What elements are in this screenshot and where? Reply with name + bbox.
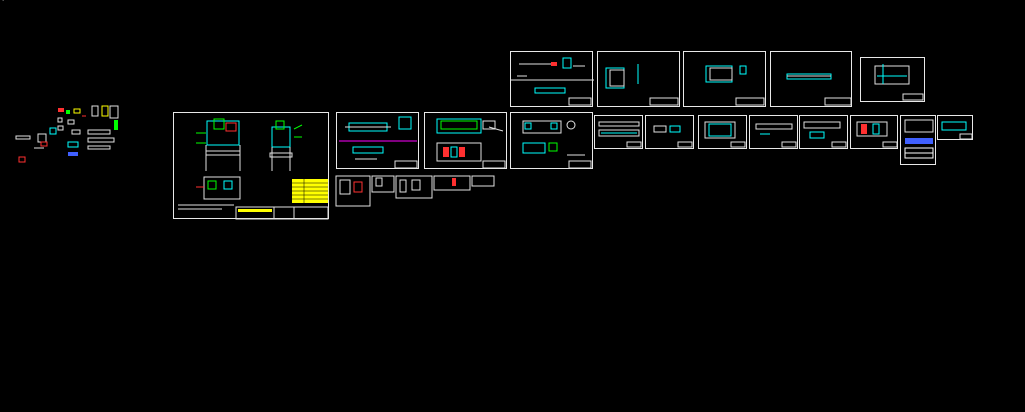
parts-cluster[interactable]	[14, 104, 129, 166]
sheet-top-4-drawing	[786, 73, 852, 106]
parts-strip[interactable]	[335, 175, 496, 207]
sheet-top-2-drawing	[605, 64, 679, 106]
cursor-mark: '	[1, 0, 6, 6]
drawing-sheet-r3[interactable]	[698, 115, 747, 149]
drawing-sheet-top-3[interactable]	[683, 51, 766, 107]
sheet-r7-drawing	[904, 119, 934, 159]
drawing-sheet-4[interactable]	[510, 112, 593, 169]
sheet-r1-drawing	[598, 121, 642, 148]
drawing-sheet-r1[interactable]	[594, 115, 643, 149]
drawing-sheet-top-5[interactable]	[860, 57, 925, 102]
drawing-sheet-r8[interactable]	[937, 115, 973, 140]
drawing-sheet-top-1[interactable]	[510, 51, 594, 107]
drawing-sheet-assembly[interactable]	[173, 112, 329, 220]
drawing-sheet-top-2[interactable]	[597, 51, 680, 107]
sheet-r8-drawing	[941, 121, 973, 140]
parts-strip-graphic	[335, 175, 495, 207]
drawing-sheet-top-4[interactable]	[770, 51, 852, 107]
sheet-r3-drawing	[704, 121, 746, 148]
sheet-4-drawing	[522, 120, 592, 169]
drawing-sheet-r5[interactable]	[799, 115, 848, 149]
sheet-r6-drawing	[856, 121, 898, 148]
sheet-3-drawing	[436, 118, 506, 169]
drawing-sheet-2[interactable]	[336, 112, 419, 169]
drawing-sheet-r4[interactable]	[749, 115, 798, 149]
sheet-top-3-drawing	[705, 65, 765, 106]
sheet-top-1-drawing	[511, 57, 594, 106]
assembly-drawing	[178, 118, 329, 220]
parts-cluster-graphic	[15, 105, 119, 163]
drawing-sheet-r6[interactable]	[850, 115, 898, 149]
drawing-sheet-r2[interactable]	[645, 115, 694, 149]
drawing-sheet-r7[interactable]	[900, 115, 936, 165]
sheet-r2-drawing	[653, 125, 693, 148]
sheet-2-drawing	[339, 116, 418, 169]
drawing-sheet-3[interactable]	[424, 112, 507, 169]
sheet-r5-drawing	[803, 121, 847, 148]
sheet-top-5-drawing	[874, 64, 924, 101]
sheet-r4-drawing	[755, 123, 797, 148]
